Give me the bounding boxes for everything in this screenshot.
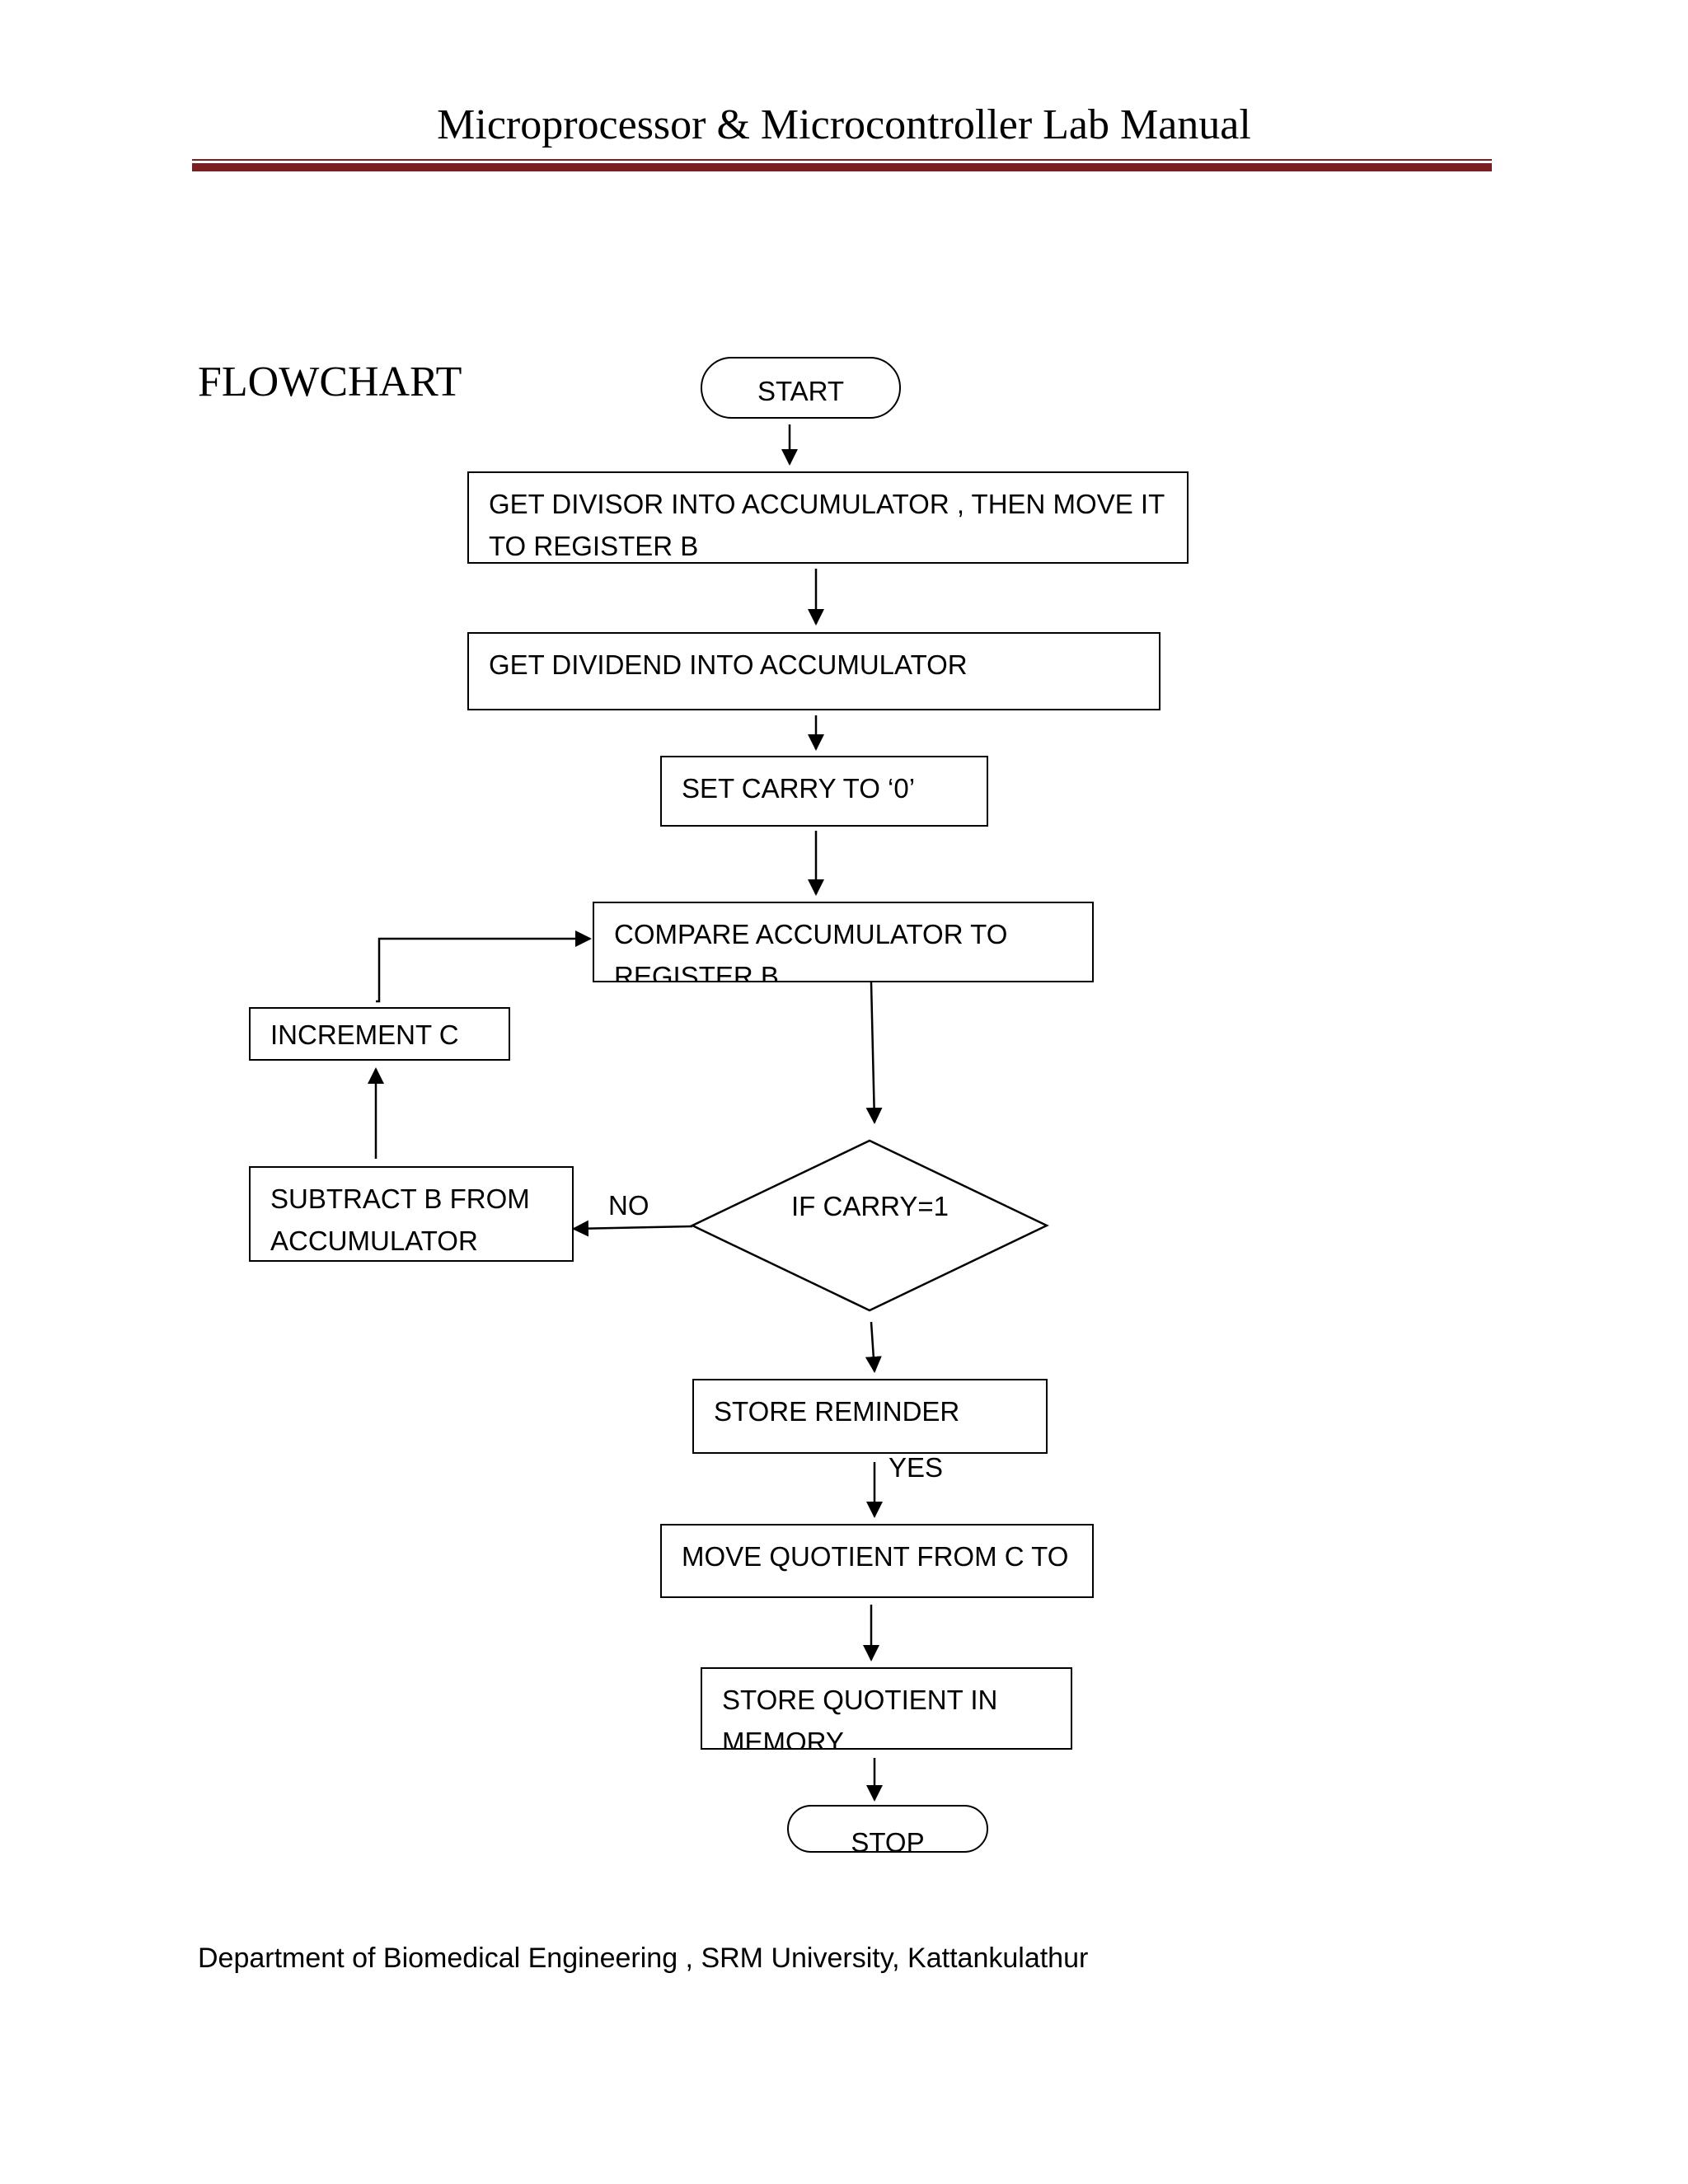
start-label: START — [757, 376, 845, 406]
arrow-increment-to-compare — [376, 930, 592, 1003]
label-yes: YES — [889, 1452, 944, 1483]
process-store-quotient-label: STORE QUOTIENT IN MEMORY — [722, 1685, 998, 1750]
page-header-title: Microprocessor & Microcontroller Lab Man… — [437, 101, 1251, 148]
process-subtract: SUBTRACT B FROM ACCUMULATOR — [249, 1166, 574, 1262]
process-store-reminder: STORE REMINDER — [692, 1379, 1048, 1454]
process-get-dividend-label: GET DIVIDEND INTO ACCUMULATOR — [489, 649, 968, 680]
arrow-decision-to-store-reminder — [865, 1321, 882, 1373]
arrow-decision-to-subtract — [572, 1220, 693, 1237]
process-move-quotient-label: MOVE QUOTIENT FROM C TO — [682, 1541, 1069, 1572]
process-subtract-label: SUBTRACT B FROM ACCUMULATOR — [270, 1183, 530, 1256]
arrow-compare-to-decision — [865, 982, 883, 1124]
process-compare-label: COMPARE ACCUMULATOR TO REGISTER B — [614, 919, 1008, 982]
label-no: NO — [608, 1190, 649, 1221]
process-store-reminder-label: STORE REMINDER — [714, 1396, 960, 1427]
process-get-dividend: GET DIVIDEND INTO ACCUMULATOR — [467, 632, 1160, 710]
decision-label: IF CARRY=1 — [791, 1191, 950, 1221]
page-footer: Department of Biomedical Engineering , S… — [198, 1943, 1089, 1974]
process-move-quotient: MOVE QUOTIENT FROM C TO — [660, 1524, 1094, 1598]
process-get-divisor: GET DIVISOR INTO ACCUMULATOR , THEN MOVE… — [467, 471, 1189, 564]
decision-diamond — [690, 1139, 1049, 1312]
stop-terminal: STOP — [787, 1805, 988, 1853]
process-store-quotient: STORE QUOTIENT IN MEMORY — [701, 1667, 1072, 1750]
stop-label: STOP — [851, 1827, 925, 1853]
section-title: FLOWCHART — [198, 359, 462, 405]
start-terminal: START — [701, 357, 901, 419]
process-increment-c: INCREMENT C — [249, 1007, 510, 1061]
header-rule-thick — [192, 163, 1492, 171]
process-set-carry-label: SET CARRY TO ‘0’ — [682, 773, 916, 804]
process-get-divisor-label: GET DIVISOR INTO ACCUMULATOR , THEN MOVE… — [489, 489, 1165, 561]
process-compare: COMPARE ACCUMULATOR TO REGISTER B — [593, 902, 1094, 982]
process-set-carry: SET CARRY TO ‘0’ — [660, 756, 988, 827]
process-increment-c-label: INCREMENT C — [270, 1019, 459, 1050]
header-rule-thin — [192, 159, 1492, 161]
